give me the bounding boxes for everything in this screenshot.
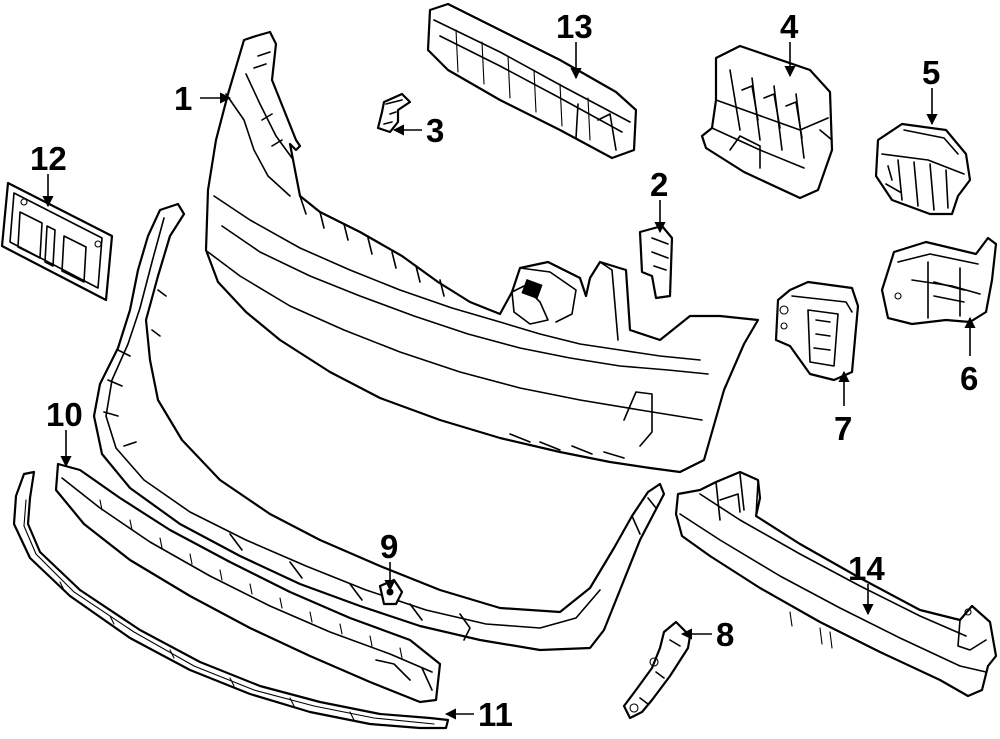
part-license-plate-bracket[interactable] [0,181,114,302]
callout-13: 13 [556,8,593,45]
part-lower-trim-strip[interactable] [12,470,450,730]
part-energy-absorber[interactable] [426,2,638,160]
part-fog-lamp-housing[interactable] [774,280,860,382]
callout-2: 2 [650,166,668,203]
callout-11: 11 [478,696,513,733]
part-lower-valance[interactable] [92,202,666,652]
part-side-bracket-left[interactable] [700,44,834,200]
callout-3: 3 [426,112,444,149]
part-impact-bar[interactable] [674,470,998,698]
callout-12: 12 [30,140,67,177]
callout-4: 4 [780,8,799,45]
callout-14: 14 [848,550,885,587]
part-cover-bracket[interactable] [638,224,674,300]
part-bumper-cover[interactable] [204,30,760,474]
callout-10: 10 [46,396,83,433]
callout-5: 5 [922,54,940,91]
callout-6: 6 [960,360,978,397]
callout-8: 8 [716,616,734,653]
part-bracket-small[interactable] [622,620,692,720]
part-clip[interactable] [376,92,412,134]
part-lower-grille-strip[interactable] [54,462,442,704]
callout-1: 1 [174,80,192,117]
callout-7: 7 [834,410,852,447]
part-side-bracket-right[interactable] [874,122,972,216]
callout-leaders [42,42,976,720]
callout-labels: 1 2 3 4 5 6 7 8 9 10 11 12 13 14 [30,8,978,733]
part-mounting-bracket[interactable] [880,236,998,326]
callout-9: 9 [380,528,398,565]
